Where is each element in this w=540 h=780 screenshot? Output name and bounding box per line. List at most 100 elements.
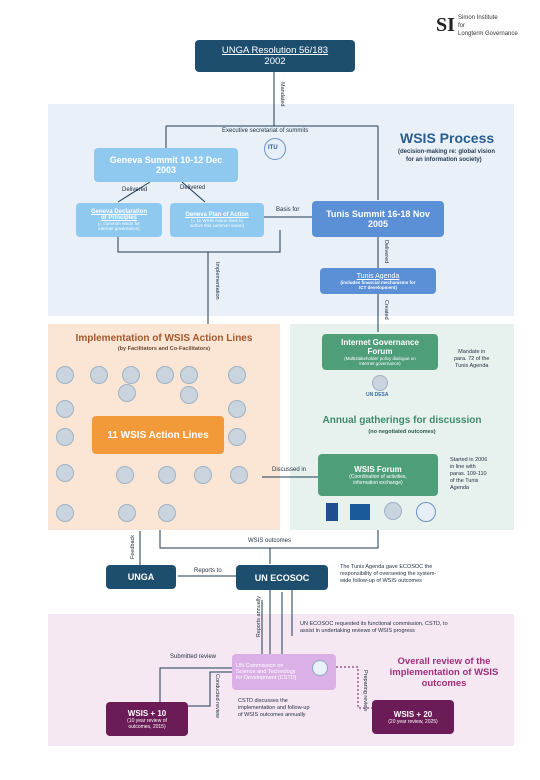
wsis-plus-20-title: WSIS + 20 bbox=[393, 709, 433, 719]
ecosoc-title: UN ECOSOC bbox=[254, 572, 310, 583]
overall-review-title-1: Overall review of the bbox=[397, 656, 491, 667]
annual-gatherings-title: Annual gatherings for discussion bbox=[322, 415, 482, 426]
feedback-label: Feedback bbox=[130, 535, 136, 560]
wsis-forum-note-2: in line with bbox=[450, 464, 476, 470]
itu-logo bbox=[264, 138, 286, 160]
overall-review-title-2: implementation of WSIS bbox=[389, 667, 499, 678]
conducted-review-label: Conducted review bbox=[214, 674, 220, 719]
igf-mandate-note: Mandate in para. 72 of the Tunis Agenda bbox=[454, 349, 489, 370]
delivered-right-label: Delivered bbox=[180, 185, 206, 191]
annual-gatherings-subtitle: (no negotiated outcomes) bbox=[368, 429, 436, 435]
wsis-plus-20-box: WSIS + 20 (20 year review, 2025) bbox=[372, 700, 454, 734]
geneva-plan-box: Geneva Plan of Action (= 11 WSIS Action … bbox=[170, 203, 264, 237]
tunis-summit-title-2: 2005 bbox=[367, 219, 389, 229]
facilitator-logo bbox=[118, 384, 136, 402]
wsis-forum-box: WSIS Forum (Coordination of activities, … bbox=[318, 454, 438, 496]
wsis-plus-20-desc: (20 year review, 2025) bbox=[388, 718, 438, 725]
igf-title-1: Internet Governance bbox=[341, 338, 419, 347]
org-line-1: Simon Institute bbox=[458, 15, 498, 21]
facilitator-logo bbox=[158, 466, 176, 484]
geneva-declaration-title-2: of Principles bbox=[100, 215, 137, 221]
ecosoc-note-1: The Tunis Agenda gave ECOSOC the bbox=[340, 564, 433, 570]
facilitator-logo bbox=[228, 366, 246, 384]
unctad-logo bbox=[384, 502, 402, 520]
preparing-review-label: Preparing review bbox=[362, 670, 368, 712]
facilitator-logo bbox=[116, 466, 134, 484]
simon-institute-logo: SI Simon Institute for Longterm Governan… bbox=[436, 14, 536, 42]
wsis-process-subtitle-2: for an information society) bbox=[406, 157, 482, 163]
wsis-plus-10-desc-1: (10 year review of bbox=[127, 717, 167, 724]
cstd-note-1: CSTD discusses the bbox=[238, 698, 288, 704]
reports-annually-label: Reports annually bbox=[256, 596, 262, 638]
geneva-declaration-title-1: Geneva Declaration bbox=[90, 209, 148, 215]
igf-mandate-2: para. 72 of the bbox=[454, 356, 490, 362]
facilitator-logo bbox=[118, 504, 136, 522]
undesa-logo-text: UN DESA bbox=[366, 392, 389, 398]
facilitator-logo bbox=[228, 400, 246, 418]
facilitator-logo bbox=[156, 366, 174, 384]
facilitator-logo bbox=[56, 400, 74, 418]
cstd-title-1: UN Commission on bbox=[236, 663, 284, 669]
exec-secretariat-label: Executive secretariat of summits bbox=[222, 128, 309, 134]
implementation-title: Implementation of WSIS Action Lines bbox=[75, 333, 253, 344]
action-lines-box: 11 WSIS Action Lines bbox=[92, 416, 224, 454]
ecosoc-note-2: responsibility of overseeing the system- bbox=[340, 571, 437, 577]
wsis-forum-note-1: Started in 2006 bbox=[450, 457, 488, 463]
ecosoc-csd-note-2: assist in undertaking reviews of WSIS pr… bbox=[300, 628, 415, 634]
cstd-title-3: for Development (CSTD) bbox=[236, 675, 297, 681]
wsis-forum-note-3: paras. 109-110 bbox=[450, 471, 487, 477]
wsis-forum-note-5: Agenda bbox=[450, 485, 469, 491]
wsis-forum-note: Started in 2006 in line with paras. 109-… bbox=[450, 457, 487, 492]
unga-title: UNGA bbox=[127, 572, 155, 582]
wsis-forum-note-4: of the Tunis bbox=[450, 478, 479, 484]
facilitator-logo bbox=[122, 366, 140, 384]
basis-for-label: Basis for bbox=[276, 207, 300, 213]
si-monogram: SI bbox=[436, 14, 455, 36]
wsis-plus-10-desc-2: outcomes, 2015) bbox=[128, 723, 166, 730]
ecosoc-csd-note: UN ECOSOC requested its functional commi… bbox=[300, 621, 448, 635]
cstd-note-3: of WSIS outcomes annually bbox=[238, 712, 306, 718]
tunis-agenda-box: Tunis Agenda (includes financial mechani… bbox=[320, 268, 436, 294]
geneva-plan-desc-2: achive this common vision) bbox=[189, 223, 245, 228]
tunis-summit-title-1: Tunis Summit 16-18 Nov bbox=[326, 209, 430, 219]
facilitator-logo bbox=[194, 466, 212, 484]
unga-resolution-box: UNGA Resolution 56/183 2002 bbox=[195, 40, 355, 72]
facilitator-logo bbox=[56, 428, 74, 446]
wsis-plus-10-title: WSIS + 10 bbox=[127, 708, 167, 718]
unga-box: UNGA bbox=[106, 565, 176, 589]
tunis-agenda-desc-2: ICT development) bbox=[359, 284, 397, 290]
geneva-declaration-box: Geneva Declaration of Principles (= comm… bbox=[76, 203, 162, 237]
created-label: Created bbox=[383, 300, 389, 320]
unga-resolution-year: 2002 bbox=[264, 56, 286, 67]
wsis-forum-desc-2: information exchange) bbox=[353, 479, 403, 486]
wsis-process-subtitle-1: (decision-making re: global vision bbox=[398, 149, 496, 155]
tunis-agenda-desc-1: (includes financial mechanisms for bbox=[340, 279, 416, 285]
igf-mandate-1: Mandate in bbox=[458, 349, 486, 355]
overall-review-title: Overall review of the implementation of … bbox=[376, 656, 512, 689]
submitted-review-label: Submitted review bbox=[170, 654, 217, 660]
igf-title-2: Forum bbox=[367, 347, 393, 356]
unesco-logo bbox=[350, 504, 370, 520]
ecosoc-note-3: wide follow-up of WSIS outcomes bbox=[340, 578, 422, 584]
ecosoc-box: UN ECOSOC bbox=[236, 565, 328, 590]
geneva-summit-title-1: Geneva Summit 10-12 Dec bbox=[109, 155, 223, 165]
unga-resolution-title: UNGA Resolution 56/183 bbox=[221, 45, 329, 56]
delivered-tunis-label: Delivered bbox=[383, 240, 389, 264]
tunis-summit-box: Tunis Summit 16-18 Nov 2005 bbox=[312, 201, 444, 237]
wsis-process-title: WSIS Process bbox=[400, 130, 495, 146]
geneva-summit-box: Geneva Summit 10-12 Dec 2003 bbox=[94, 148, 238, 182]
facilitator-logo bbox=[158, 504, 176, 522]
cstd-title-2: Science and Technology bbox=[236, 669, 296, 675]
facilitator-logo bbox=[56, 464, 74, 482]
reports-to-label: Reports to bbox=[194, 568, 222, 574]
un-emblem-icon bbox=[312, 660, 328, 676]
geneva-plan-desc-1: (= 11 WSIS Action lines to bbox=[191, 218, 243, 223]
mandated-label: Mandated bbox=[279, 82, 285, 107]
itu-logo-forum bbox=[416, 502, 436, 522]
ecosoc-note: The Tunis Agenda gave ECOSOC the respons… bbox=[340, 564, 436, 585]
delivered-left-label: Delivered bbox=[122, 187, 148, 193]
undesa-logo bbox=[372, 375, 388, 391]
wsis-outcomes-label: WSIS outcomes bbox=[248, 538, 292, 544]
facilitator-logo bbox=[56, 366, 74, 384]
